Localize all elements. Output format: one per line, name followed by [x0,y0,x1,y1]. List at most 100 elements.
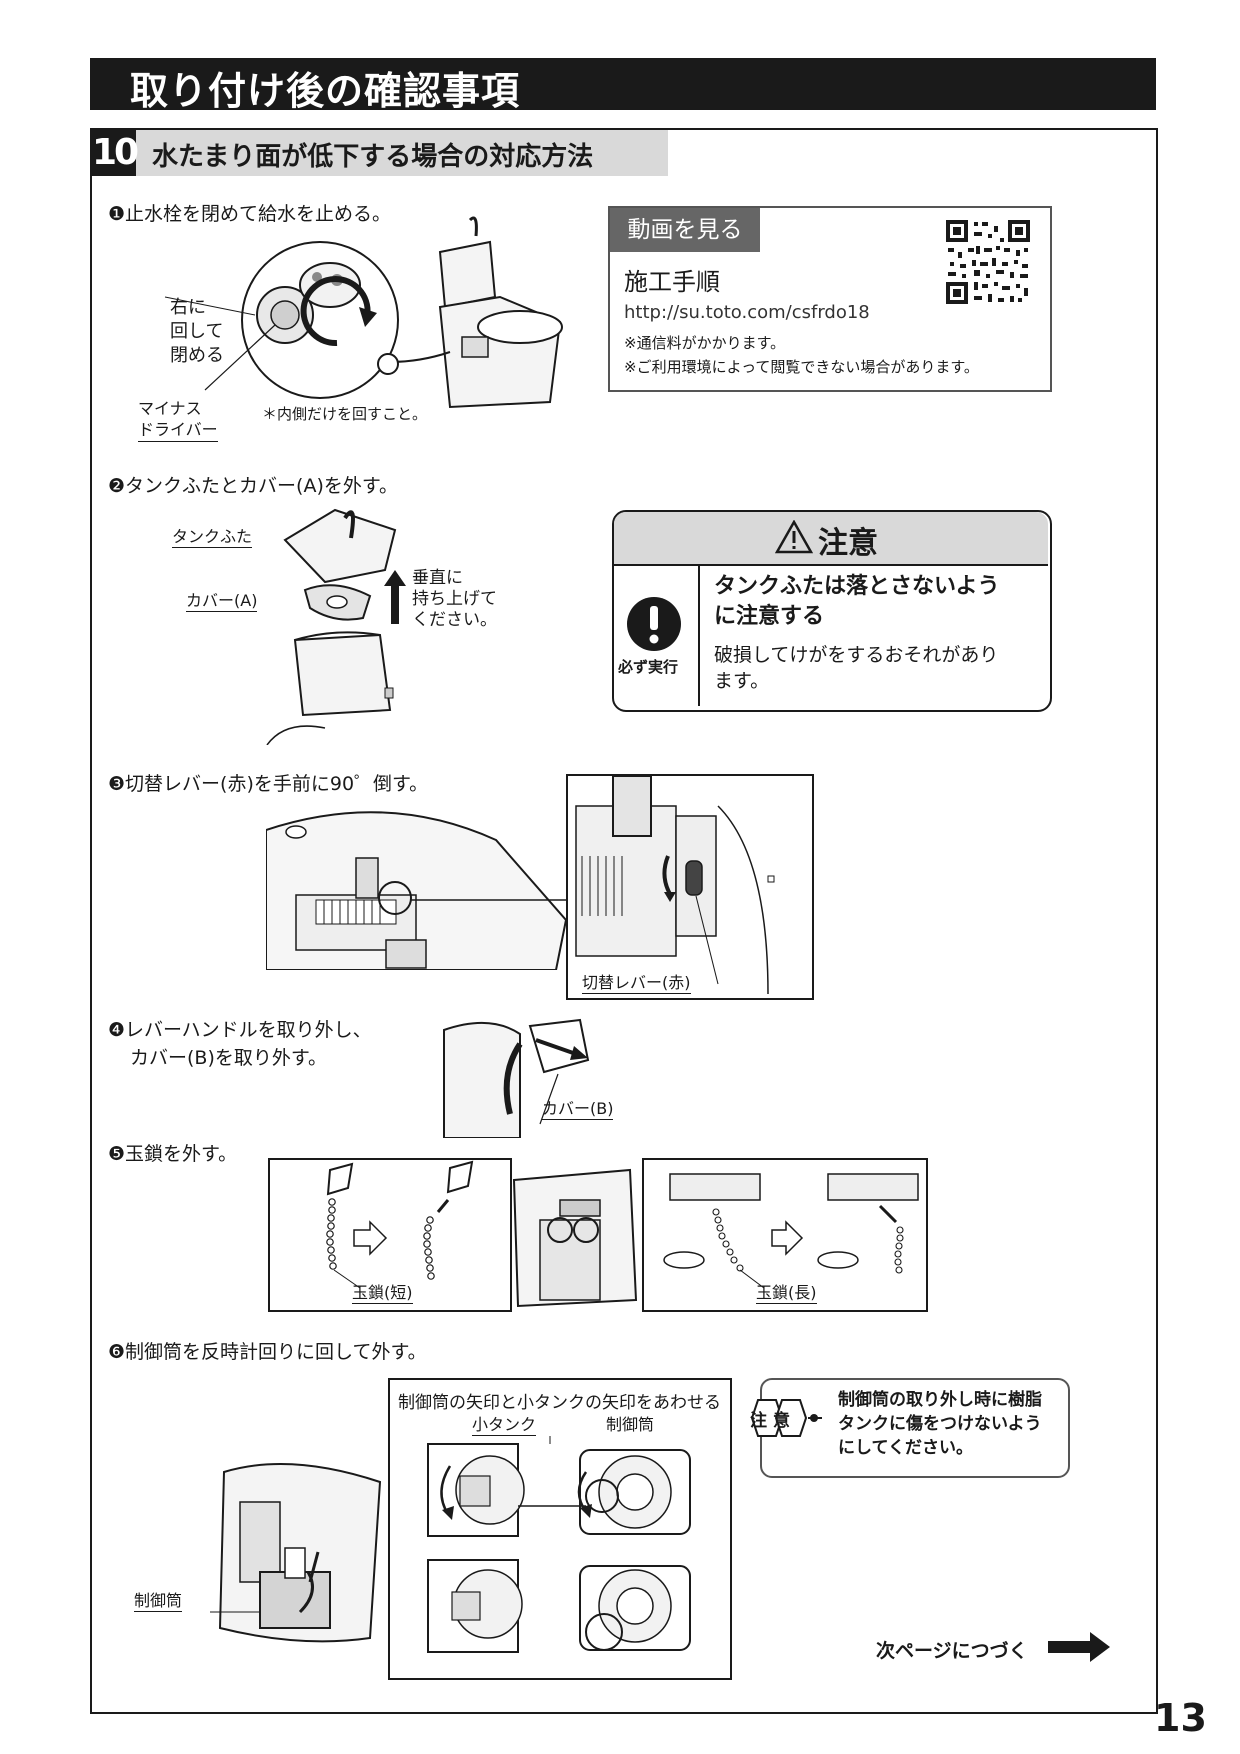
switch-lever-icon [685,860,703,896]
control-cylinder-left-label-text: 制御筒 [134,1591,183,1612]
step-6-text: ❻制御筒を反時計回りに回して外す。 [108,1341,427,1363]
subsection-title: 水たまり面が低下する場合の対応方法 [152,142,594,172]
control-cylinder-tank-illustration [210,1463,382,1643]
warning-sub-line-1: 破損してけがをするおそれがあり [714,644,999,666]
caution-line-2: タンクに傷をつけないよう [838,1414,1042,1434]
warning-main-line-1: タンクふたは落とさないよう [714,574,1000,599]
cover-b-label: カバー(B) [542,1098,614,1120]
caution-badge-char-1: 注 [750,1411,767,1431]
section-title: 取り付け後の確認事項 [130,69,521,113]
tank-lid-label: タンクふた [172,526,253,548]
warning-sub-text: 破損してけがをするおそれがあり ます。 [714,642,998,694]
chain-short-illustration [326,1160,474,1289]
mandatory-action-icon [627,597,681,651]
caution-line-1: 制御筒の取り外し時に樹脂 [838,1390,1042,1410]
driver-line-1: マイナス [138,399,202,418]
video-url[interactable]: http://su.toto.com/csfrdo18 [624,302,870,323]
video-box [608,206,1052,392]
small-tank-label-text: 小タンク [472,1415,537,1436]
chain-step-arrow-icon [353,1220,388,1256]
video-title: 施工手順 [624,268,720,296]
flush-valve-illustration [512,1168,638,1308]
subsection-bar [92,130,668,176]
video-note-2: ※ご利用環境によって閲覧できない場合があります。 [624,358,979,376]
lift-line-1: 垂直に [412,568,463,588]
driver-leader-line [204,324,276,391]
cover-a-label: カバー(A) [186,590,258,612]
step-4-line-2: カバー(B)を取り外す。 [130,1047,327,1069]
step-2-text: ❷タンクふたとカバー(A)を外す。 [108,475,398,497]
caution-badge-icon [750,1399,822,1437]
rotate-line-1: 右に [170,297,206,318]
small-tank-label: 小タンク [472,1414,537,1436]
lever-handle-illustration [443,1018,590,1138]
subsection-number: 10 [92,130,139,176]
rotate-arrow-icon [300,276,371,347]
qr-code-icon[interactable] [944,218,1032,306]
warning-heading: 注意 [818,526,878,561]
control-cylinder-label: 制御筒 [606,1414,654,1435]
rotate-leader-line [164,296,256,316]
warning-triangle-icon [775,520,813,554]
chain-long-box [642,1158,928,1312]
alignment-title: 制御筒の矢印と小タンクの矢印をあわせる [398,1393,721,1413]
rotate-arrowhead-icon [359,307,377,327]
alignment-illustrations [427,1436,691,1653]
chain-short-label-text: 玉鎖(短) [352,1283,413,1304]
warning-sub-line-2: ます。 [714,670,770,692]
tank-lid-label-text: タンクふた [172,527,253,548]
step-5-text: ❺玉鎖を外す。 [108,1143,238,1165]
chain-long-illustration [663,1173,919,1289]
rotate-instruction: 右に 回して 閉める [170,296,224,368]
switch-lever-label-text: 切替レバー(赤) [582,973,691,994]
cover-b-label-text: カバー(B) [542,1099,614,1120]
chain-short-box [268,1158,512,1312]
up-arrow-icon [384,570,406,624]
driver-label: マイナス ドライバー [138,398,218,442]
lift-instruction: 垂直に 持ち上げて ください。 [412,568,497,631]
cover-a-label-text: カバー(A) [186,591,258,612]
warning-main-text: タンクふたは落とさないよう に注意する [714,572,1000,632]
lift-line-3: ください。 [412,610,497,630]
warning-box [612,510,1052,712]
warning-main-line-2: に注意する [714,604,825,629]
step-4-line-1: ❹レバーハンドルを取り外し、 [108,1019,372,1041]
control-cylinder-left-label: 制御筒 [134,1590,183,1612]
step-1-text: ❶止水栓を閉めて給水を止める。 [108,203,392,225]
next-page-text[interactable]: 次ページにつづく [876,1640,1028,1662]
alignment-box [388,1378,732,1680]
video-tag[interactable]: 動画を見る [610,208,760,252]
chain-long-label: 玉鎖(長) [756,1282,817,1304]
valve-note: ＊内側だけを回すこと。 [262,405,428,423]
caution-badge-char-2: 意 [773,1411,790,1431]
video-note-1: ※通信料がかかります。 [624,334,786,352]
lever-detail-illustration [575,776,775,994]
valve-closeup-illustration [164,241,399,399]
tank-lid-illustration [266,508,397,745]
chain-step-arrow-2-icon [771,1220,804,1256]
chain-short-label: 玉鎖(短) [352,1282,413,1304]
rotate-line-2: 回して [170,321,224,342]
step-4-text: ❹レバーハンドルを取り外し、 カバー(B)を取り外す。 [108,1016,372,1072]
switch-lever-label: 切替レバー(赤) [582,972,691,994]
lever-detail-box [566,774,814,1000]
driver-line-2: ドライバー [138,419,218,442]
warning-divider [698,566,700,706]
content-frame [90,128,1158,1714]
page-number: 13 [1154,1696,1207,1740]
control-cylinder-label-text: 制御筒 [606,1415,655,1434]
rotate-line-3: 閉める [170,345,224,366]
caution-line-3: にしてください。 [838,1438,973,1458]
lever-highlight-circle [378,881,412,915]
tank-interior-illustration [266,811,566,970]
mandatory-action-label: 必ず実行 [618,658,679,676]
stop-valve-icon [377,353,399,375]
toilet-illustration [377,216,563,409]
step-3-text: ❸切替レバー(赤)を手前に90゜倒す。 [108,773,429,795]
next-page-arrow-icon[interactable] [1048,1632,1110,1662]
lift-line-2: 持ち上げて [412,589,497,609]
warning-header [614,512,1048,566]
caution-text: 制御筒の取り外し時に樹脂 タンクに傷をつけないよう にしてください。 [838,1388,1042,1460]
section-header-bar [90,58,1156,110]
chain-long-label-text: 玉鎖(長) [756,1283,817,1304]
